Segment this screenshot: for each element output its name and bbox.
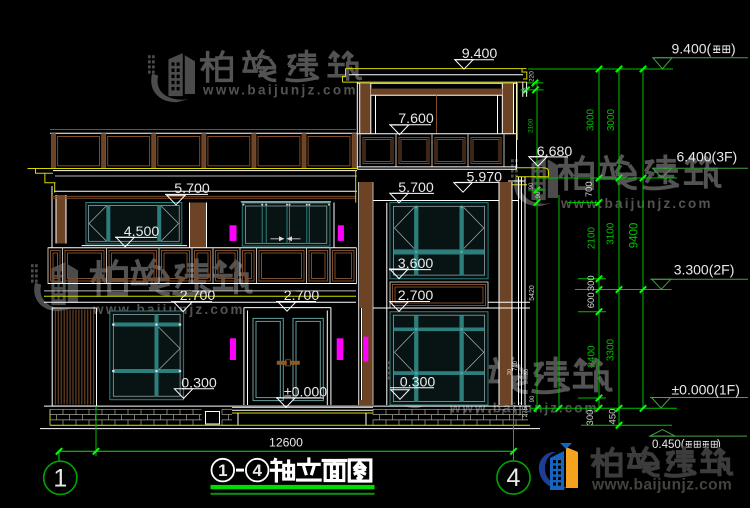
- svg-text:700: 700: [584, 181, 595, 197]
- svg-text:0.450(: 0.450(: [652, 439, 685, 451]
- svg-text:9.400: 9.400: [462, 46, 498, 62]
- svg-text:5.700: 5.700: [174, 181, 210, 197]
- svg-text:3.300(2F): 3.300(2F): [674, 261, 735, 277]
- svg-text:6.400(3F): 6.400(3F): [677, 148, 738, 164]
- svg-text:7.600: 7.600: [398, 111, 434, 127]
- svg-text:6.680: 6.680: [537, 144, 573, 160]
- svg-text:2100: 2100: [528, 118, 535, 133]
- svg-text:±0.000(1F): ±0.000(1F): [672, 382, 740, 398]
- svg-text:5420: 5420: [529, 285, 536, 301]
- svg-text:1: 1: [53, 465, 67, 493]
- svg-text:2.700: 2.700: [284, 288, 320, 304]
- svg-text:450: 450: [608, 409, 619, 425]
- svg-text:5.700: 5.700: [398, 180, 434, 196]
- svg-text:600: 600: [586, 292, 597, 308]
- svg-text:0.300: 0.300: [400, 375, 436, 391]
- svg-text:12600: 12600: [269, 436, 303, 450]
- svg-text:275: 275: [522, 406, 529, 417]
- svg-text:90: 90: [529, 182, 535, 189]
- svg-text:1: 1: [218, 461, 227, 480]
- svg-text:): ): [717, 439, 721, 451]
- svg-text:30: 30: [524, 88, 530, 94]
- svg-text:3000: 3000: [606, 108, 617, 131]
- svg-text:4: 4: [252, 461, 262, 480]
- svg-text:4: 4: [507, 464, 521, 492]
- svg-text:30: 30: [507, 369, 513, 375]
- svg-text:5.970: 5.970: [467, 169, 503, 185]
- svg-text:300: 300: [586, 275, 597, 291]
- svg-text:90: 90: [536, 191, 542, 198]
- svg-text:): ): [731, 41, 736, 57]
- svg-text:120: 120: [518, 373, 524, 382]
- svg-text:2100: 2100: [587, 226, 598, 249]
- svg-text:9400: 9400: [629, 223, 641, 249]
- svg-text:90: 90: [530, 395, 536, 402]
- svg-text:0.300: 0.300: [181, 375, 217, 391]
- svg-text:30: 30: [524, 369, 530, 375]
- svg-text:www.baijunjz.com: www.baijunjz.com: [560, 196, 713, 211]
- svg-text:2400: 2400: [587, 345, 598, 368]
- svg-text:3.600: 3.600: [398, 256, 434, 272]
- svg-text:220: 220: [529, 71, 536, 82]
- svg-text:www.baijunjz.com: www.baijunjz.com: [591, 477, 732, 494]
- svg-text:3000: 3000: [586, 108, 597, 131]
- svg-text:4.500: 4.500: [124, 224, 160, 240]
- svg-text:3100: 3100: [606, 222, 617, 245]
- svg-text:300: 300: [585, 410, 596, 426]
- svg-text:9.400(: 9.400(: [672, 41, 712, 57]
- svg-text:3300: 3300: [606, 338, 617, 361]
- svg-text:±0.000: ±0.000: [284, 384, 327, 400]
- svg-text:2.700: 2.700: [398, 288, 434, 304]
- svg-text:www.baijunjz.com: www.baijunjz.com: [202, 83, 358, 98]
- svg-text:710: 710: [513, 360, 519, 371]
- svg-text:2.700: 2.700: [180, 288, 216, 304]
